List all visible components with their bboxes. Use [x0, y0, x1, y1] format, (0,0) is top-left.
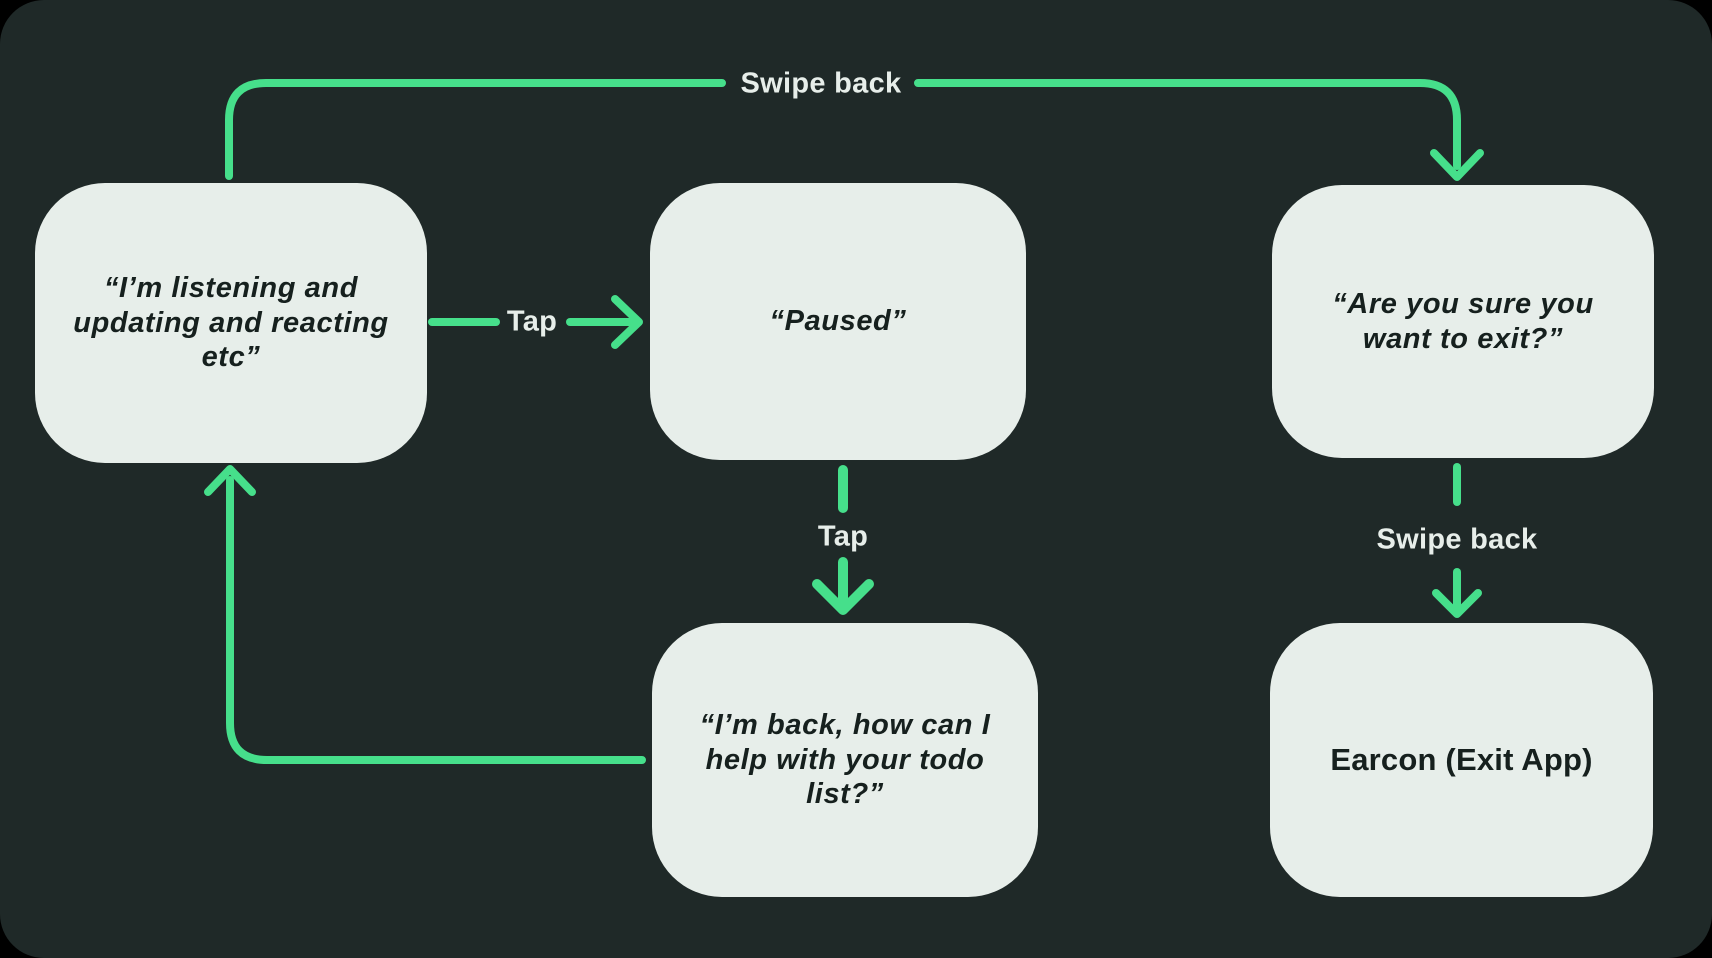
arrowhead-down-into-earcon-icon: [1432, 589, 1482, 618]
node-listening-label: “I’m listening and updating and reacting…: [73, 271, 389, 374]
node-earcon-label: Earcon (Exit App): [1330, 742, 1593, 778]
arrowhead-down-into-exit-confirm-icon: [1430, 149, 1484, 181]
arrowhead-up-into-listening-icon: [204, 465, 256, 496]
node-back: “I’m back, how can I help with your todo…: [652, 623, 1038, 897]
arrowhead-down-into-back-icon: [812, 579, 874, 615]
node-earcon: Earcon (Exit App): [1270, 623, 1653, 897]
arrowhead-right-into-paused-icon: [611, 295, 643, 349]
node-exit-confirm-label: “Are you sure you want to exit?”: [1332, 287, 1594, 355]
node-paused-label: “Paused”: [769, 305, 907, 338]
node-paused: “Paused”: [650, 183, 1026, 460]
node-exit-confirm: “Are you sure you want to exit?”: [1272, 185, 1654, 458]
node-back-label: “I’m back, how can I help with your todo…: [699, 708, 991, 811]
edge-label-swipe-back-top: Swipe back: [740, 67, 902, 100]
edge-swipe-back-top-left-segment: [225, 79, 726, 180]
edge-label-swipe-back-right: Swipe back: [1376, 523, 1538, 556]
node-listening: “I’m listening and updating and reacting…: [35, 183, 427, 463]
edge-label-tap-vertical: Tap: [817, 520, 869, 553]
edge-back-to-listening-loop: [226, 476, 646, 764]
edge-swipe-back-top-right-segment: [914, 79, 1461, 170]
edge-label-tap-horizontal: Tap: [506, 305, 558, 338]
